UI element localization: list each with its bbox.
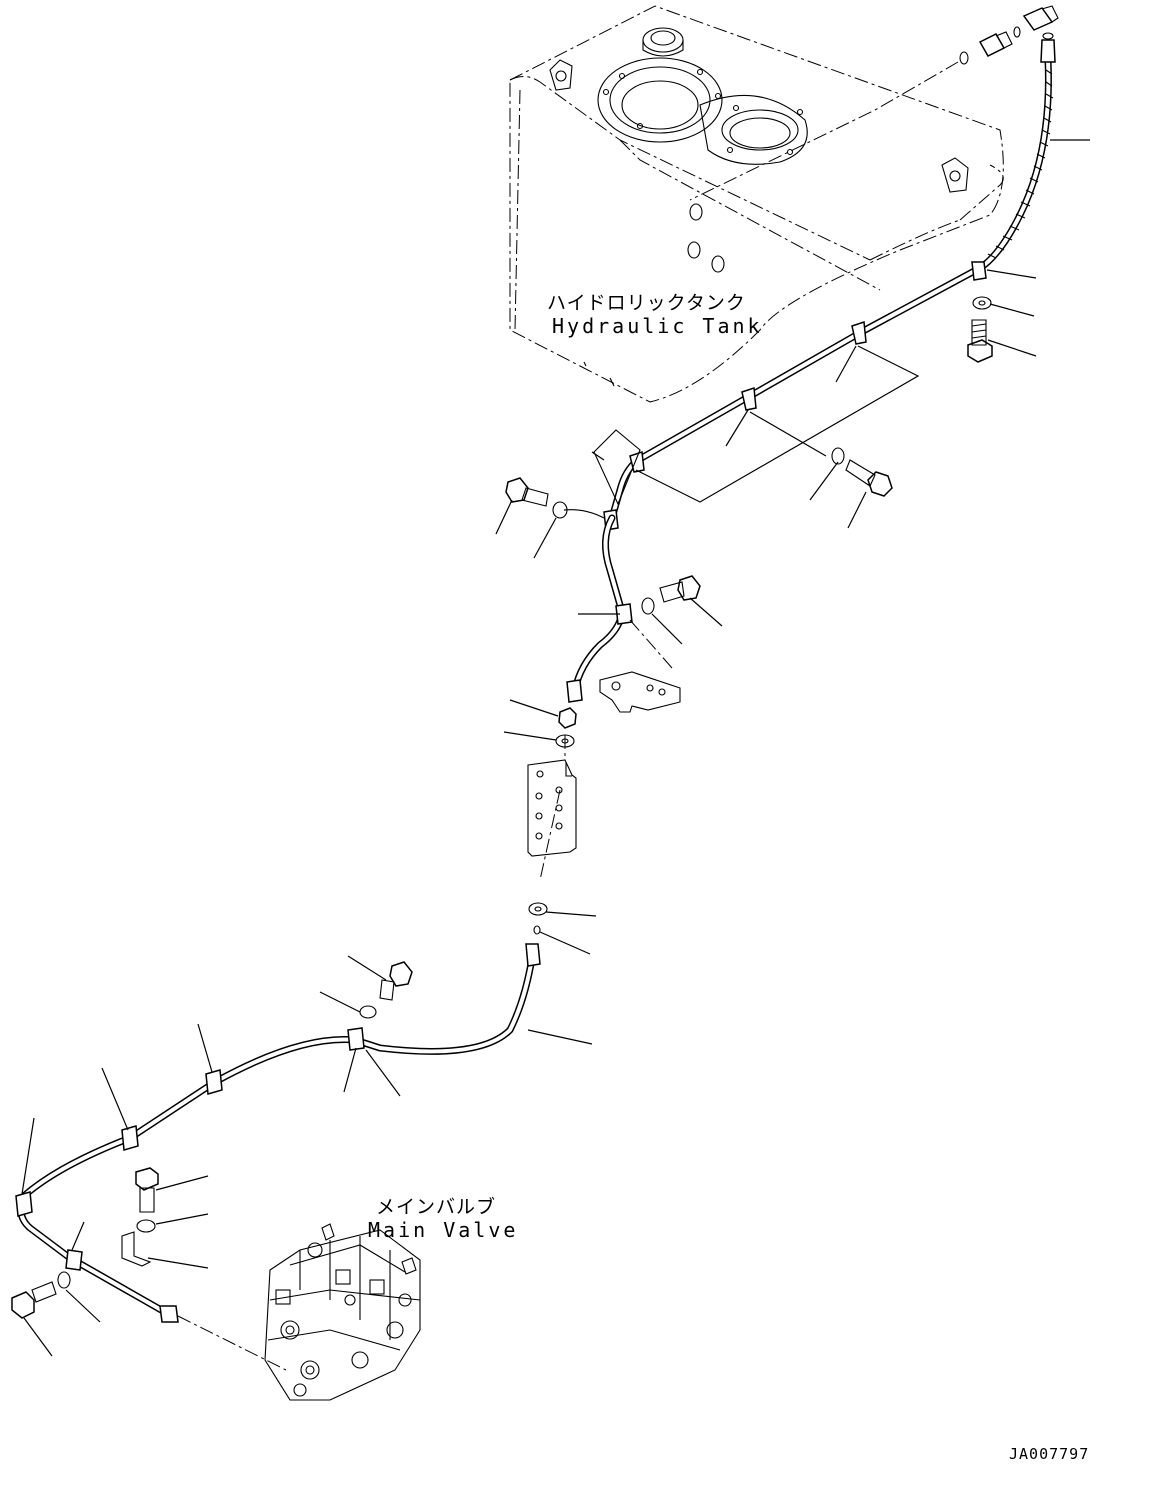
hydraulic-tank-label-ja: ハイドロリックタンク [547, 292, 746, 314]
mounting-bracket-2 [527, 735, 577, 881]
leader-lines [21, 139, 1090, 1357]
center-hardware [528, 707, 577, 935]
drawing-number: JA007797 [1009, 1445, 1090, 1463]
steel-tube-middle [566, 514, 633, 703]
main-valve-label-en: Main Valve [368, 1218, 519, 1242]
hydraulic-tank [509, 5, 1004, 403]
main-valve [177, 1223, 421, 1401]
mounting-bracket-1 [599, 619, 681, 713]
main-valve-label-ja: メインバルブ [376, 1196, 497, 1218]
tank-fittings [689, 5, 1059, 201]
bolts [11, 296, 993, 1319]
lower-hose [15, 943, 541, 1323]
tank-return-hose [976, 32, 1056, 272]
hydraulic-tank-label-en: Hydraulic Tank [552, 314, 763, 338]
